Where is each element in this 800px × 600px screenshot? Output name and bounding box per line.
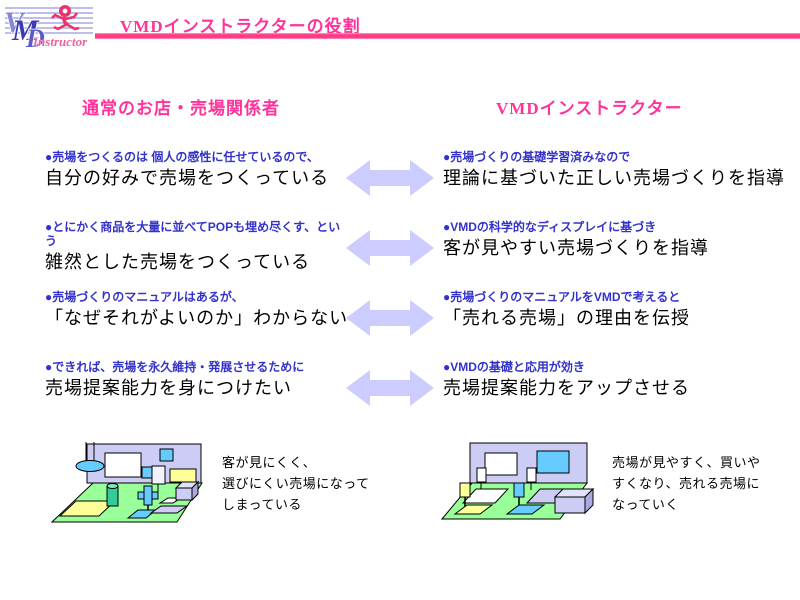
row-main: 客が見やすい売場づくりを指導	[443, 238, 709, 258]
runner-icon	[51, 5, 80, 31]
column-header-left: 通常のお店・売場関係者	[82, 99, 280, 118]
standing-panel	[151, 465, 166, 485]
row-note: ●売場をつくるのは 個人の感性に任せているので、	[45, 150, 319, 164]
row-note: ●できれば、売場を永久維持・発展させるために	[45, 360, 305, 374]
comparison-row-2-left: ●とにかく商品を大量に並べてPOPも埋め尽くす、という 雑然とした売場をつくって…	[45, 220, 350, 274]
row-main: 「なぜそれがよいのか」わからない	[45, 308, 349, 328]
row-main: 理論に基づいた正しい売場づくりを指導	[443, 168, 785, 188]
row-note: ●VMDの科学的なディスプレイに基づき	[443, 220, 657, 234]
logo-letter-v: V	[4, 6, 27, 39]
comparison-row-3-right: ●売場づくりのマニュアルをVMDで考えると 「売れる売場」の理由を伝授	[443, 290, 798, 330]
comparison-row-1-right: ●売場づくりの基礎学習済みなので 理論に基づいた正しい売場づくりを指導	[443, 150, 798, 190]
blue-board	[536, 450, 570, 474]
logo-instructor-text: Instructor	[32, 34, 88, 49]
double-arrow-icon	[346, 230, 434, 266]
logo-letter-m: M	[11, 14, 40, 47]
sign-board	[104, 452, 142, 478]
comparison-row-2-right: ●VMDの科学的なディスプレイに基づき 客が見やすい売場づくりを指導	[443, 220, 798, 260]
display-cylinder	[106, 483, 119, 507]
comparison-row-4-right: ●VMDの基礎と応用が効き 売場提案能力をアップさせる	[443, 360, 798, 400]
double-arrow-icon	[346, 160, 434, 196]
caption-left: 客が見にくく、 選びにくい売場になって しまっている	[222, 455, 370, 512]
row-note: ●とにかく商品を大量に並べてPOPも埋め尽くす、という	[45, 220, 341, 248]
white-board	[484, 452, 518, 476]
store-illustration-organized	[440, 442, 595, 520]
row-main: 売場提案能力をアップさせる	[443, 378, 690, 398]
row-main: 雑然とした売場をつくっている	[45, 252, 311, 272]
wall-sign-right	[526, 467, 537, 483]
comparison-row-3-left: ●売場づくりのマニュアルはあるが、 「なぜそれがよいのか」わからない	[45, 290, 350, 330]
row-main: 自分の好みで売場をつくっている	[45, 168, 330, 188]
table-top-left	[461, 488, 510, 504]
caption-right: 売場が見やすく、買いや すくなり、売れる売場に なっていく	[612, 455, 761, 512]
pendant-lamp-icon	[75, 442, 105, 472]
row-note: ●VMDの基礎と応用が効き	[443, 360, 585, 374]
double-arrow-icon	[346, 370, 434, 406]
double-arrow-icon	[346, 300, 434, 336]
row-note: ●売場づくりのマニュアルをVMDで考えると	[443, 290, 681, 304]
blue-mat	[505, 504, 546, 515]
logo-letter-d: D	[25, 24, 45, 50]
title-underline	[95, 33, 800, 39]
lavender-mat	[149, 505, 189, 514]
product-box	[174, 480, 200, 502]
blue-panel-2	[141, 466, 154, 479]
yellow-mat	[453, 504, 494, 515]
yellow-sign-holder	[459, 482, 471, 507]
logo-staff-lines	[5, 7, 93, 34]
page-title: VMDインストラクターの役割	[120, 17, 361, 36]
row-main: 「売れる売場」の理由を伝授	[443, 308, 690, 328]
row-main: 売場提案能力を身につけたい	[45, 378, 292, 398]
store-illustration-messy	[50, 442, 203, 523]
comparison-row-1-left: ●売場をつくるのは 個人の感性に任せているので、 自分の好みで売場をつくっている	[45, 150, 350, 190]
row-note: ●売場づくりの基礎学習済みなので	[443, 150, 631, 164]
product-box	[553, 487, 595, 515]
column-header-right: VMDインストラクター	[496, 99, 683, 118]
vmd-instructor-logo: V M D Instructor	[3, 5, 93, 50]
row-note: ●売場づくりのマニュアルはあるが、	[45, 290, 244, 304]
blue-panel-1	[159, 448, 174, 462]
yellow-panel	[169, 468, 197, 483]
wall-sign-left	[476, 467, 487, 483]
comparison-row-4-left: ●できれば、売場を永久維持・発展させるために 売場提案能力を身につけたい	[45, 360, 350, 400]
